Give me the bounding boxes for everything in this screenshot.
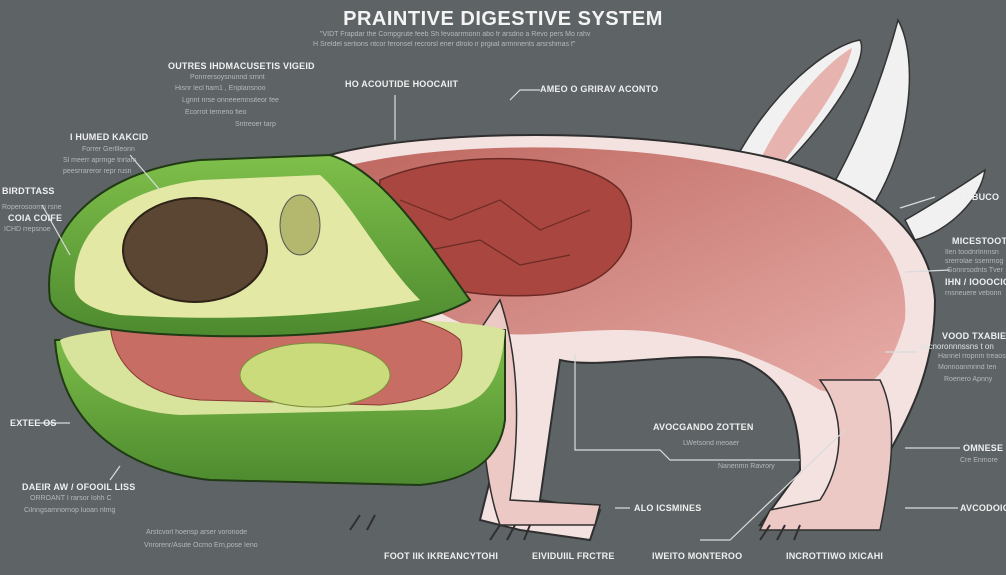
label-text: sacnoronnnssns t on: [920, 342, 994, 351]
label-text: Gonnrsodnts Tver: [947, 267, 1003, 274]
label-text: rnsneuere vebonn: [945, 290, 1002, 297]
label-text: Monnoanmrind ten: [938, 364, 997, 371]
label-text: Roeriero Apnny: [944, 376, 993, 383]
label-foot: FOOT IIK IKREANCYTOHI: [384, 551, 499, 561]
label-text: Forrer Gerllleonn: [82, 146, 135, 153]
label-iweito: IWEITO MONTEROO: [652, 551, 743, 561]
hind-leg: [758, 379, 893, 531]
label-ameo: AMEO O GRIRAV ACONTO: [540, 84, 659, 94]
label-text: peesrrareror repr rusn: [63, 168, 132, 175]
label-text: Hisnr lecl fiam1 , Enplansnoo: [175, 85, 266, 92]
label-vood: VOOD TXABIE: [942, 331, 1006, 341]
label-text: Sl meerr aprmge tnrlam: [63, 157, 137, 164]
label-text: Ilen toodnrlnnnsn: [945, 249, 999, 256]
label-text: Nanenmn Ravrory: [718, 463, 775, 470]
label-avocgando: AVOCGANDO ZOTTEN: [653, 422, 754, 432]
label-ho-acoutide: HO ACOUTIDE HOOCAIIT: [345, 79, 459, 89]
label-text: LWetsond ineoaer: [683, 440, 740, 447]
label-text: Lgnnt nrse onneeemnsiteor fee: [182, 97, 279, 104]
ear-shape: [828, 17, 911, 211]
label-text: Sntreoer tarp: [235, 121, 276, 128]
label-alo: ALO ICSMINES: [634, 503, 702, 513]
label-micestoot: MICESTOOT: [952, 236, 1006, 246]
subtitle-line: "VIDT Frapdar the Compgrute feeb Sh fevo…: [320, 31, 591, 38]
label-text: Vnrorenr/Asute Ocrno Ern,pose Ieno: [144, 542, 258, 549]
label-ihn: IHN / IOOOCICM: [945, 277, 1006, 287]
label-text: srerrolae ssenrnog: [945, 258, 1004, 265]
label-incrottiwo: INCROTTIWO IXICAHI: [786, 551, 884, 561]
avocado-pit: [122, 197, 268, 303]
label-text: ICHD rrepsnoe: [4, 226, 51, 233]
tail-shape: [904, 168, 987, 241]
page-title: PRAINTIVE DIGESTIVE SYSTEM: [343, 8, 663, 30]
label-omnese: OMNESE: [963, 443, 1004, 453]
ear-inner: [760, 48, 852, 160]
seed-sprout: [279, 194, 321, 256]
stomach-veins: [399, 199, 591, 266]
label-avcodoich: AVCODOICH: [960, 503, 1006, 513]
label-outres: OUTRES IHDMACUSETIS VIGEID: [168, 61, 315, 71]
label-daeir: DAEIR AW / OFOOIL LISS: [22, 482, 136, 492]
claws: [349, 514, 801, 541]
label-text: Arstcvorl hoensp arser voronode: [146, 529, 248, 536]
label-coia: COIA COIFE: [8, 213, 63, 223]
label-birdttass: BIRDTTASS: [2, 186, 55, 196]
label-humed: I HUMED KAKCID: [70, 132, 149, 142]
label-text: Hannel rropnm treaos: [938, 353, 1006, 360]
label-text: Cilnngsamnornop luoan ntmg: [24, 507, 116, 514]
label-text: Cre Enmore: [960, 457, 998, 464]
label-text: Roperosoomn rsne: [2, 204, 62, 211]
label-text: Ponrrersoysnunnd srnnt: [190, 74, 265, 81]
label-extee: EXTEE OS: [10, 418, 57, 428]
label-text: ORROANT I rarsor Iohh C: [30, 495, 112, 502]
avocado-pit-cavity: [239, 342, 391, 408]
subtitle-line: H Sreldel sertions ntcor feronsel recror…: [313, 41, 576, 48]
pointer-lines: [38, 89, 960, 541]
label-febuco: FEBUCO: [960, 192, 1000, 202]
label-text: Ecorrot terneno fieo: [185, 109, 247, 116]
label-evidual: EIVIDUIIL FRCTRE: [532, 551, 615, 561]
